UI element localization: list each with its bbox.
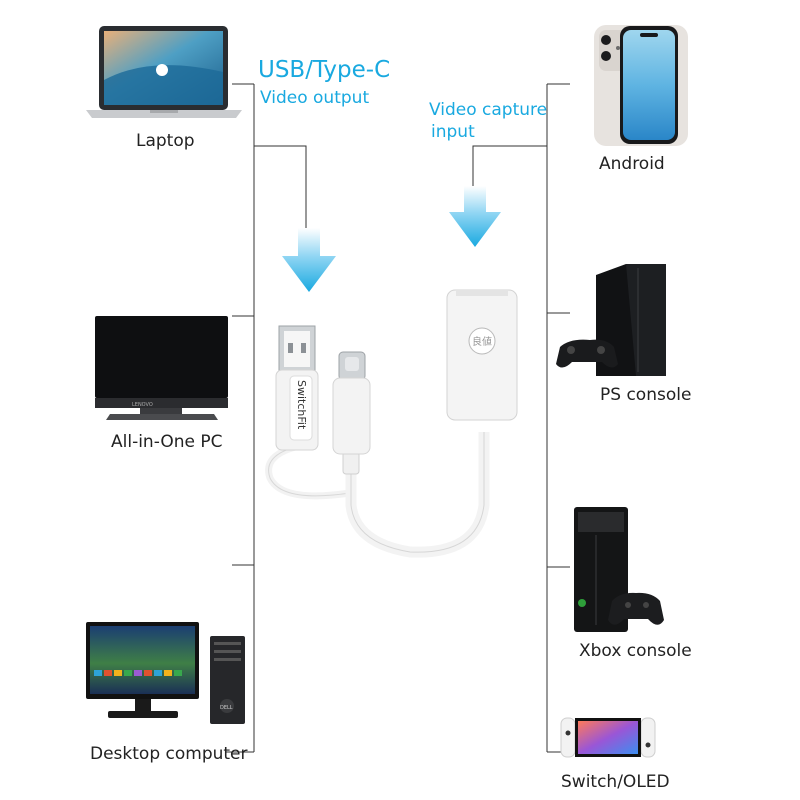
desktop-computer-label: Desktop computer xyxy=(90,744,248,764)
all-in-one-pc-label: All-in-One PC xyxy=(111,432,223,452)
ps-console-icon xyxy=(556,264,666,376)
xbox-console-icon xyxy=(574,507,664,632)
pc-brand-text: DELL xyxy=(220,705,233,711)
ps-console-label: PS console xyxy=(600,385,692,405)
brand-badge: 良値 xyxy=(472,335,492,348)
capture-arrow-icon xyxy=(449,186,501,247)
capture-title-line2: input xyxy=(431,122,475,142)
android-label: Android xyxy=(599,154,665,174)
xbox-console-label: Xbox console xyxy=(579,641,692,661)
switch-oled-label: Switch/OLED xyxy=(561,772,670,792)
output-subtitle: Video output xyxy=(260,88,370,108)
all-in-one-pc-icon: LENOVO xyxy=(95,316,228,420)
dongle-brand-text: SwitchFit xyxy=(295,380,308,430)
output-arrow-icon xyxy=(282,228,336,292)
capture-title-line1: Video capture xyxy=(429,100,548,120)
laptop-icon xyxy=(86,26,242,118)
laptop-label: Laptop xyxy=(136,131,195,151)
usb-a-connector: SwitchFit xyxy=(275,325,319,451)
output-title: USB/Type-C xyxy=(258,57,391,83)
usb-c-connector xyxy=(332,351,371,455)
adapter-product xyxy=(265,432,490,558)
left-connector-lines xyxy=(225,83,307,753)
monitor-brand-text: LENOVO xyxy=(132,402,153,408)
android-phone-icon xyxy=(594,25,688,146)
desktop-computer-icon: DELL xyxy=(86,622,245,724)
switch-oled-icon xyxy=(560,717,656,758)
right-connector-lines xyxy=(472,83,570,753)
capture-head: 良値 xyxy=(446,289,518,421)
